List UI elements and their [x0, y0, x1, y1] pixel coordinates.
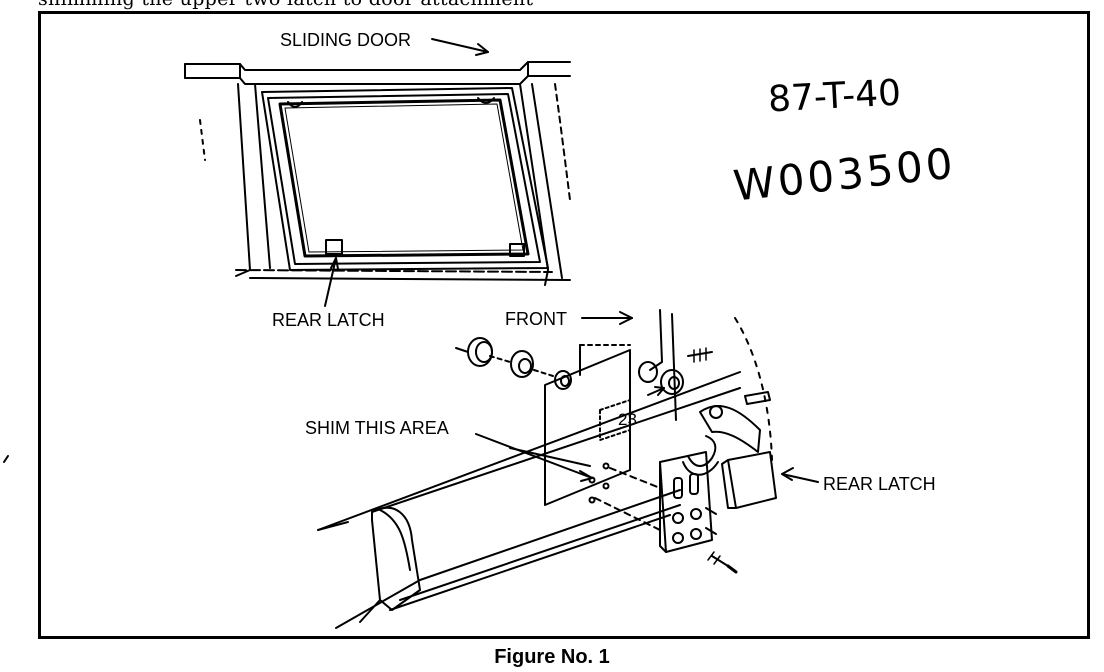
shim-this-area-label: SHIM THIS AREA [305, 418, 449, 438]
top-caption-text: shimming the upper two latch to door att… [38, 0, 533, 10]
sliding-door-label: SLIDING DOOR [280, 30, 412, 50]
rear-latch-left-arrow [324, 257, 339, 307]
rear-latch-right-arrow [781, 467, 819, 483]
handwritten-ref-line1: 87-T-40 [767, 72, 902, 121]
rear-latch-assembly [659, 405, 777, 574]
stray-mark [3, 455, 9, 463]
figure-frame [38, 11, 1090, 639]
part-number-23: 23 [618, 410, 637, 429]
front-arrow [581, 311, 633, 325]
striker-hardware [455, 337, 713, 395]
shim-area-arrows [475, 433, 593, 482]
door-panel [317, 309, 773, 629]
sliding-door-arrow [431, 38, 489, 56]
rear-latch-left-label: REAR LATCH [272, 310, 385, 330]
front-label: FRONT [505, 309, 567, 329]
striker-arrow [647, 386, 665, 396]
van-side-view [184, 61, 571, 286]
figure-caption: Figure No. 1 [494, 646, 610, 668]
rear-latch-right-label: REAR LATCH [823, 474, 936, 494]
